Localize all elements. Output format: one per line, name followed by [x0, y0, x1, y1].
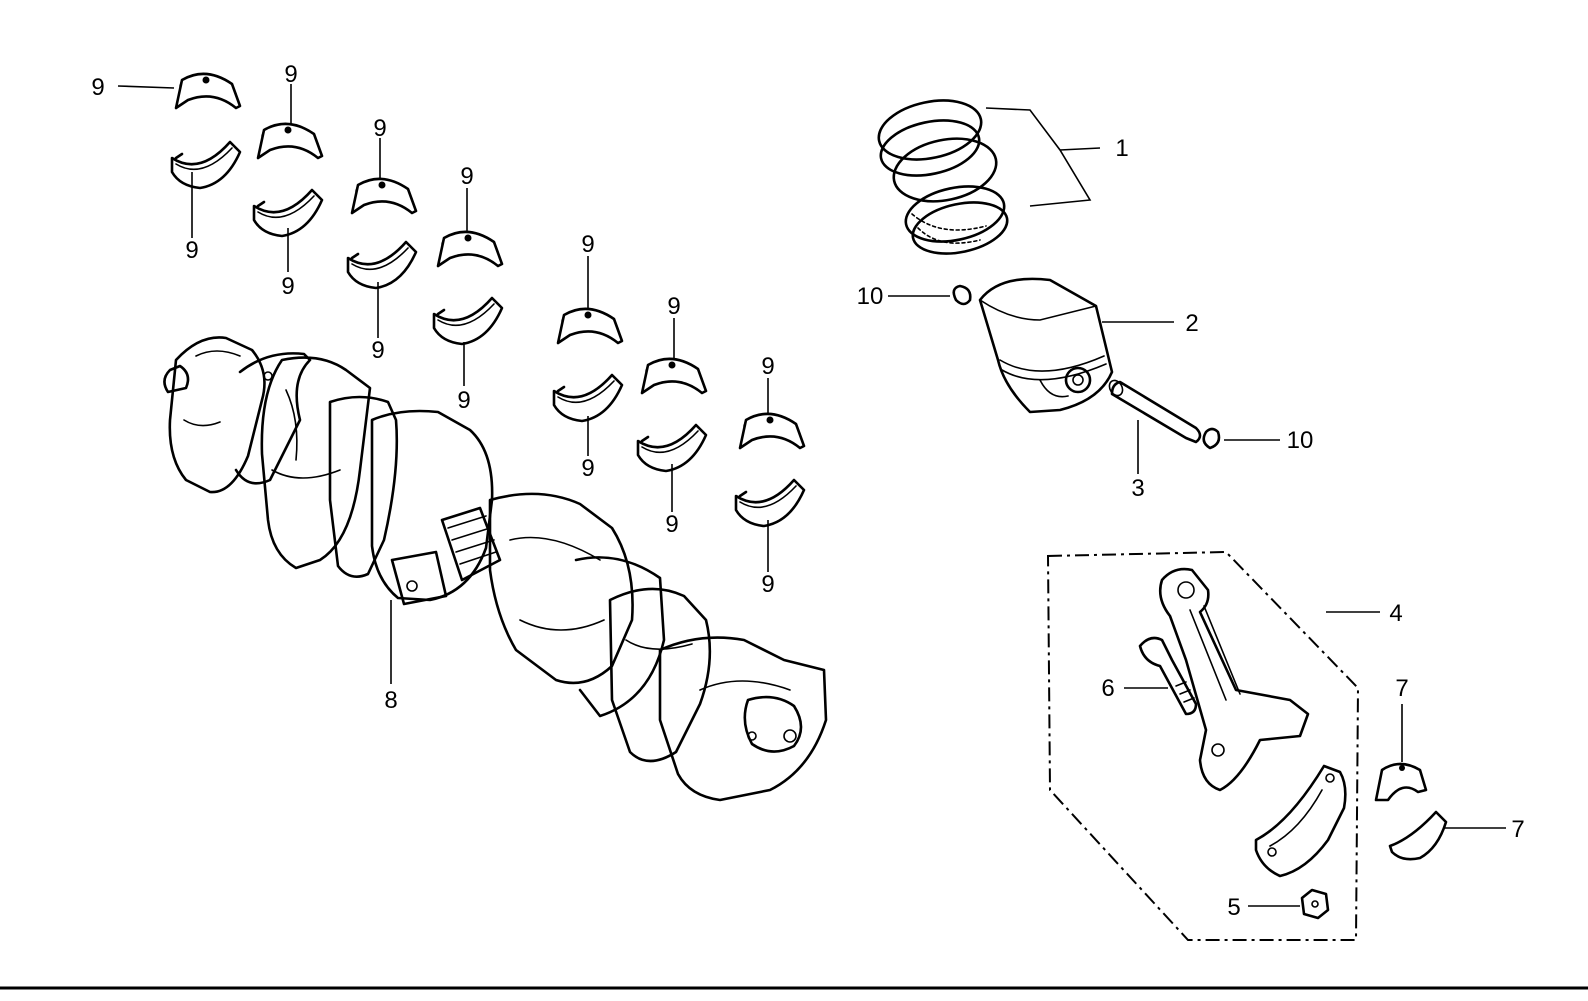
piston-drawing	[978, 277, 1114, 414]
label-main-bearing: 9	[460, 163, 473, 190]
label-main-bearing: 9	[281, 273, 294, 300]
rod-bolt-drawing	[1138, 636, 1198, 716]
label-pin-clip: 10	[857, 283, 884, 310]
label-rod-nut: 5	[1227, 894, 1240, 921]
label-piston-pin: 3	[1131, 475, 1144, 502]
label-connecting-rod-assembly: 4	[1389, 600, 1402, 627]
label-main-bearing: 9	[373, 115, 386, 142]
connecting-rod-assembly-group	[1046, 550, 1360, 941]
label-rod-bolt: 6	[1101, 675, 1114, 702]
rod-nut-drawing	[1300, 888, 1330, 920]
label-main-bearing: 9	[667, 293, 680, 320]
piston-pin-drawing	[1108, 379, 1202, 444]
label-main-bearing: 9	[761, 353, 774, 380]
crank-gear	[440, 506, 502, 582]
label-main-bearing: 9	[581, 231, 594, 258]
label-main-bearing: 9	[371, 337, 384, 364]
label-pin-clip: 10	[1287, 427, 1314, 454]
piston-rings-leader	[985, 107, 1101, 207]
label-main-bearing: 9	[761, 571, 774, 598]
label-main-bearing: 9	[284, 61, 297, 88]
crankshaft-drawing	[163, 336, 828, 802]
rod-cap-drawing	[1254, 764, 1347, 878]
piston-rings-drawing	[877, 99, 1009, 255]
main-bearing-leaders	[117, 84, 769, 572]
label-main-bearing: 9	[185, 237, 198, 264]
label-crankshaft: 8	[384, 687, 397, 714]
label-piston: 2	[1185, 310, 1198, 337]
label-main-bearing: 9	[581, 455, 594, 482]
connecting-rod-drawing	[1158, 567, 1310, 792]
pin-clips-drawing	[952, 284, 1221, 450]
callout-labels: 9 9 9 9 9 9 9 9 9 9 9 9 9 9 8 1 2 10 10 …	[91, 61, 1524, 921]
label-main-bearing: 9	[457, 387, 470, 414]
label-main-bearing: 9	[91, 74, 104, 101]
label-rod-bearing: 7	[1511, 816, 1524, 843]
label-rod-bearing: 7	[1395, 675, 1408, 702]
label-main-bearing: 9	[665, 511, 678, 538]
label-piston-rings: 1	[1115, 135, 1128, 162]
rod-bearings-drawing	[1374, 762, 1448, 861]
